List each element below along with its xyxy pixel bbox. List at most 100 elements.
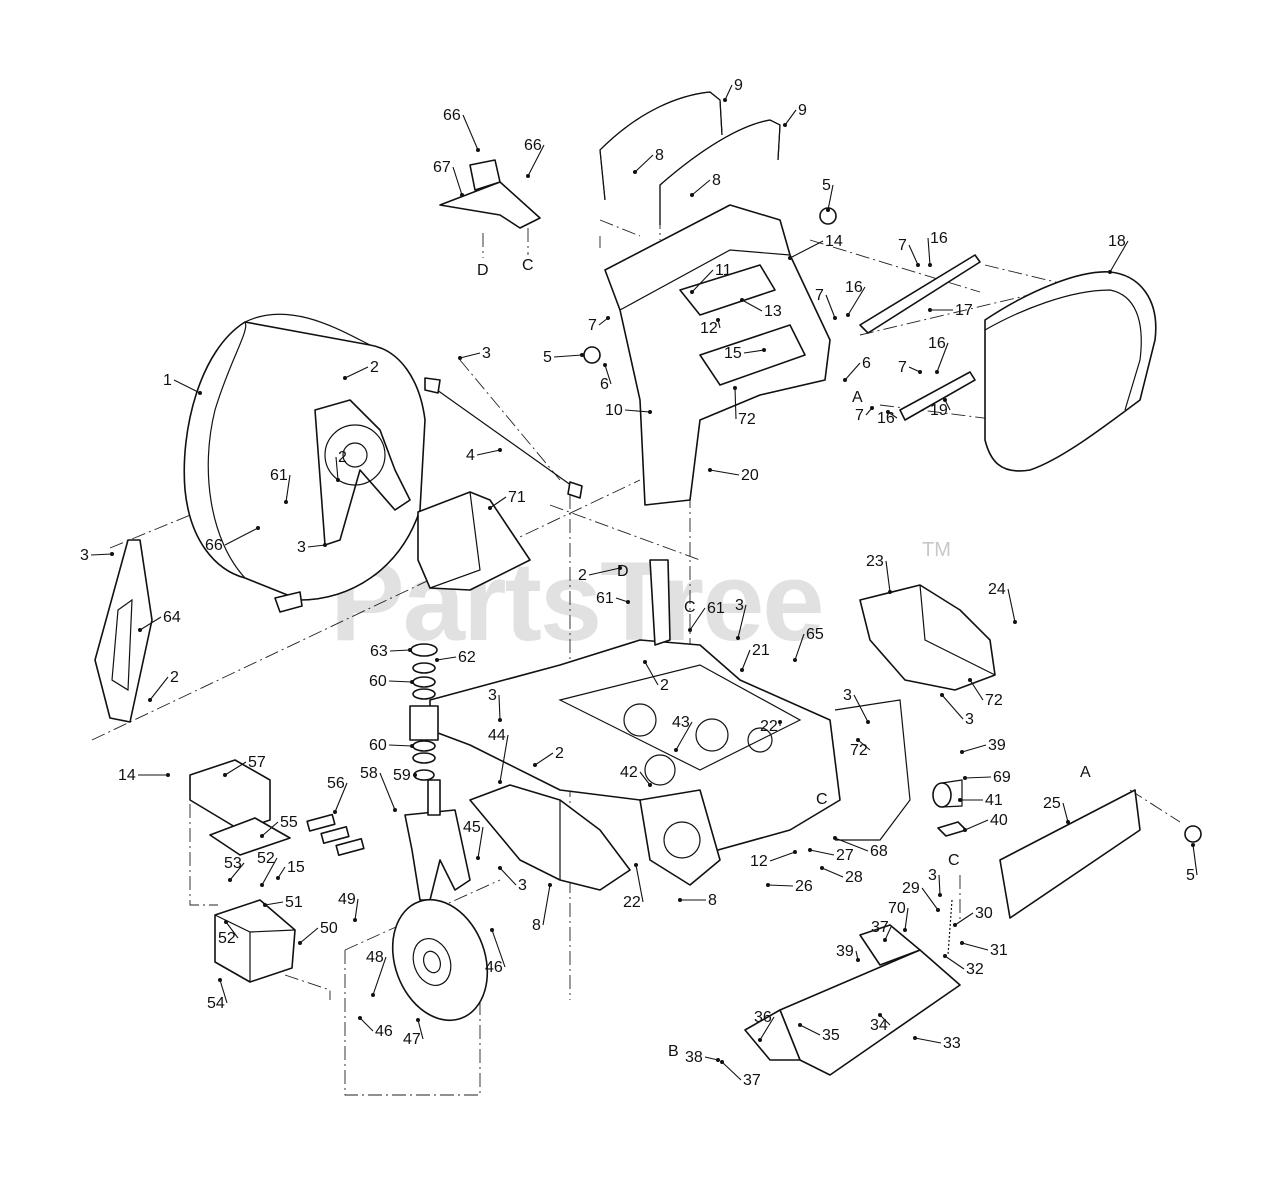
- callout-arrowhead-c15a: [762, 348, 766, 352]
- callout-c6a: 6: [600, 376, 609, 393]
- callout-c70: 70: [888, 900, 906, 917]
- part-44-floor-pan: [469, 784, 631, 891]
- callout-c5a: 5: [822, 177, 831, 194]
- callout-c39a: 39: [988, 737, 1006, 754]
- callout-c66c: 66: [205, 537, 223, 554]
- callout-c67: 67: [433, 159, 451, 176]
- callout-leader-c5a: [827, 184, 834, 211]
- callout-leader-c2f: [534, 752, 554, 766]
- callout-leader-c12b: [769, 851, 796, 862]
- callout-c6b: 6: [862, 355, 871, 372]
- callout-arrowhead-c40: [963, 828, 967, 832]
- callout-arrowhead-c3e: [498, 718, 502, 722]
- part-17-rail: [859, 254, 981, 334]
- callout-arrowhead-c66b: [526, 174, 530, 178]
- callout-arrowhead-c9b: [783, 123, 787, 127]
- callout-arrowhead-c69: [963, 776, 967, 780]
- callout-arrowhead-c8a: [633, 170, 637, 174]
- callout-c8c: 8: [532, 917, 541, 934]
- callout-leader-c72a: [734, 387, 737, 420]
- callout-arrowhead-c7a: [916, 263, 920, 267]
- callout-leader-c15b: [277, 866, 286, 879]
- callout-arrowhead-c7d: [918, 370, 922, 374]
- callout-c16a: 16: [930, 230, 948, 247]
- callout-c45: 45: [463, 819, 481, 836]
- callout-leader-c37a: [884, 926, 892, 941]
- callout-arrowhead-c62: [435, 658, 439, 662]
- callout-c62: 62: [458, 649, 476, 666]
- callout-c7b: 7: [815, 287, 824, 304]
- callout-leader-c3e: [498, 694, 501, 721]
- callout-leader-c11: [691, 269, 714, 293]
- callout-c28: 28: [845, 869, 863, 886]
- callout-c52a: 52: [257, 850, 275, 867]
- callout-c46b: 46: [375, 1023, 393, 1040]
- callout-leader-c68: [834, 837, 869, 852]
- callout-arrowhead-c44: [498, 780, 502, 784]
- callout-leader-c31: [961, 942, 989, 951]
- callout-leader-c61a: [285, 474, 291, 503]
- callout-leader-c20: [709, 469, 740, 476]
- callout-leader-c63: [389, 649, 411, 652]
- callout-c27: 27: [836, 847, 854, 864]
- callout-leader-c5c: [1192, 844, 1198, 876]
- callout-arrowhead-c5c: [1191, 843, 1195, 847]
- callout-leader-c24: [1007, 588, 1016, 623]
- callout-leader-c56: [334, 782, 348, 813]
- callout-c61c: 61: [707, 600, 725, 617]
- callout-leader-c34: [879, 1014, 891, 1026]
- callout-leader-c46b: [359, 1017, 374, 1032]
- part-57-cover: [189, 759, 271, 831]
- callout-c37a: 37: [871, 919, 889, 936]
- callout-arrowhead-c72a: [733, 386, 737, 390]
- callout-arrowhead-c49: [353, 918, 357, 922]
- part-67-plate: [439, 159, 541, 229]
- part-58-caster-fork: [404, 779, 471, 901]
- callout-leader-c72b: [969, 679, 984, 701]
- callout-arrowhead-c3c: [323, 543, 327, 547]
- callout-c15a: 15: [724, 345, 742, 362]
- callout-c56: 56: [327, 775, 345, 792]
- callout-leader-c49: [354, 898, 359, 921]
- callout-leader-c8a: [634, 154, 654, 173]
- callout-arrowhead-c29: [936, 908, 940, 912]
- callout-leader-c8b: [691, 179, 711, 196]
- part-41-bushing: [932, 779, 963, 808]
- callout-c54: 54: [207, 995, 225, 1012]
- callout-c5c: 5: [1186, 867, 1195, 884]
- callout-arrowhead-c67: [460, 193, 464, 197]
- callout-arrowhead-c41: [958, 798, 962, 802]
- callout-arrowhead-c68: [833, 836, 837, 840]
- callout-c3d: 3: [735, 597, 744, 614]
- callout-arrowhead-c33: [913, 1036, 917, 1040]
- callout-leader-c32: [944, 955, 965, 970]
- part-56-pads: [306, 813, 365, 856]
- callout-leader-c30: [954, 912, 974, 926]
- callout-arrowhead-c19: [943, 398, 947, 402]
- callout-arrowhead-c37b: [720, 1060, 724, 1064]
- callout-c9a: 9: [734, 77, 743, 94]
- callout-arrowhead-c38: [716, 1058, 720, 1062]
- part-4-rod: [424, 377, 583, 499]
- callout-leader-c54: [219, 979, 228, 1004]
- callout-arrowhead-c24: [1013, 620, 1017, 624]
- callout-arrowhead-c16b: [846, 313, 850, 317]
- callout-c69: 69: [993, 769, 1011, 786]
- callout-leader-c67: [452, 166, 463, 196]
- callout-c72b: 72: [985, 692, 1003, 709]
- callout-arrowhead-c2a: [343, 376, 347, 380]
- callout-arrowhead-c21: [740, 668, 744, 672]
- callout-leader-c5b: [553, 354, 583, 358]
- callout-arrowhead-c28: [820, 866, 824, 870]
- callout-arrowhead-c25: [1066, 820, 1070, 824]
- callout-c3i: 3: [928, 867, 937, 884]
- callout-c22b: 22: [623, 894, 641, 911]
- callout-leader-c4: [476, 449, 501, 456]
- callout-arrowhead-c37a: [883, 938, 887, 942]
- callout-arrowhead-c3g: [940, 693, 944, 697]
- callout-arrowhead-c48: [371, 993, 375, 997]
- callout-arrowhead-c2e: [643, 660, 647, 664]
